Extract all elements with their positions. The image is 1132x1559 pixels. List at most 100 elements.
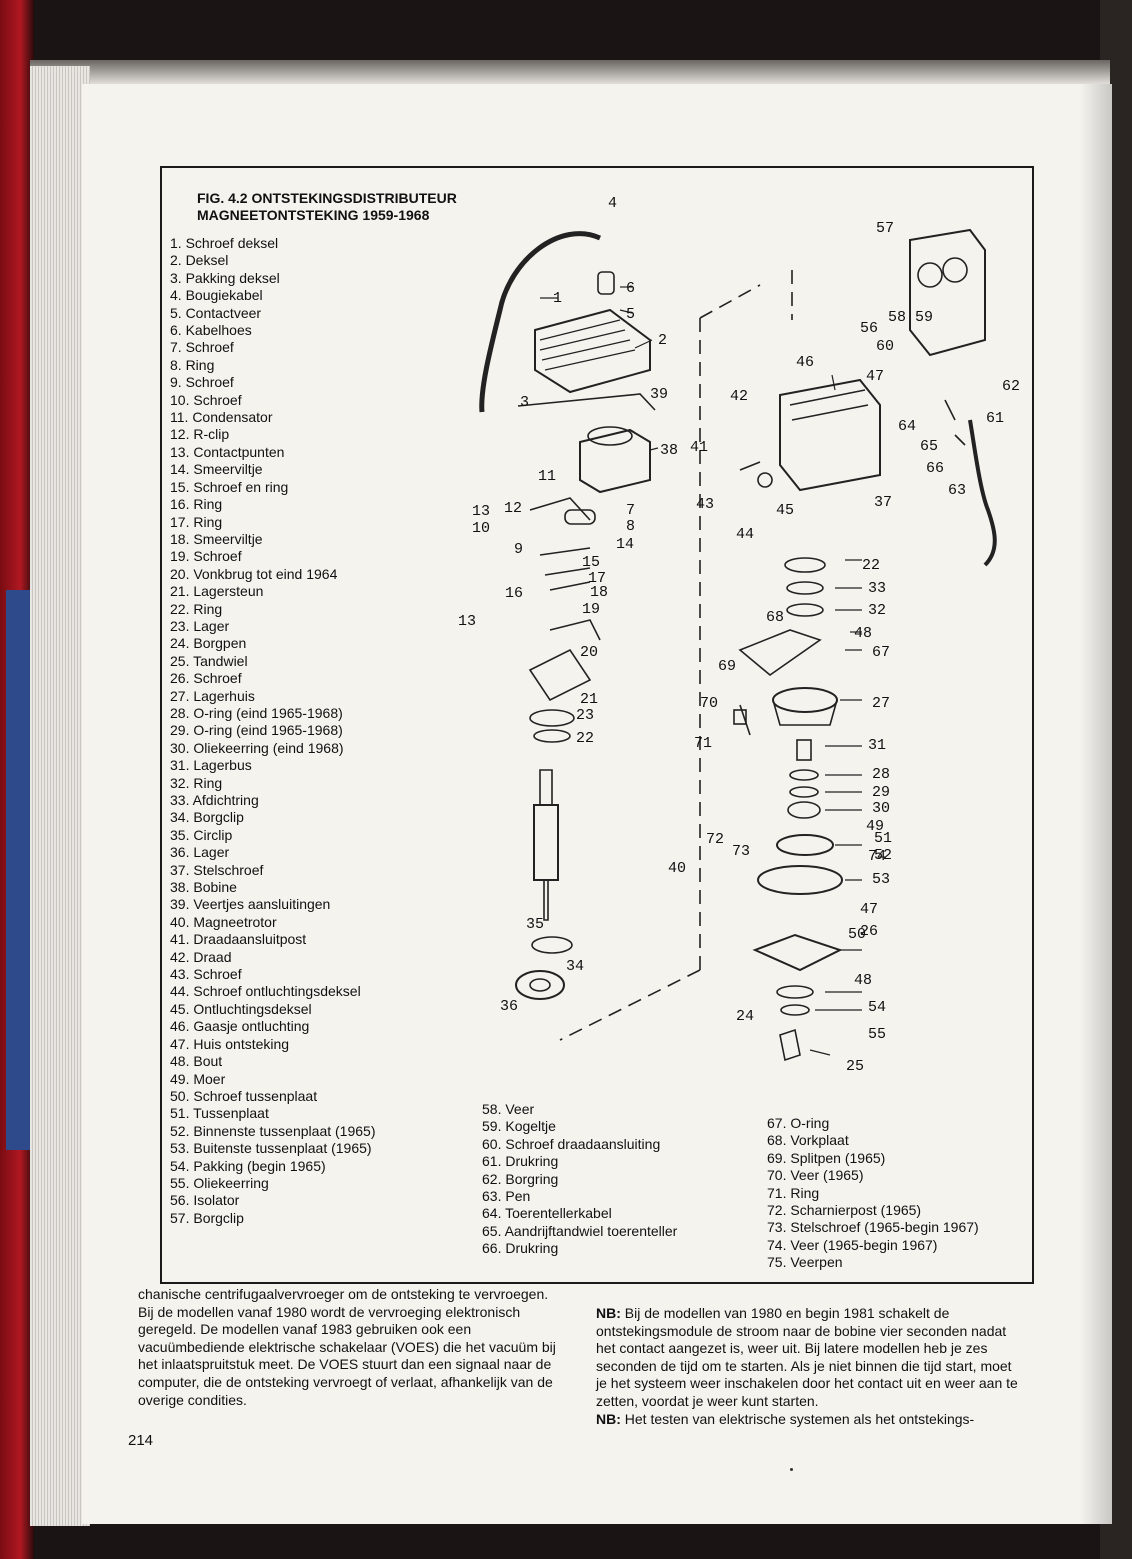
callout-number: 37 <box>874 494 892 511</box>
callout-number: 48 <box>854 972 872 989</box>
parts-list-item: 18. Smeerviltje <box>170 530 263 547</box>
parts-list-item: 2. Deksel <box>170 252 229 269</box>
parts-list-item: 6. Kabelhoes <box>170 322 252 339</box>
parts-list-item: 8. Ring <box>170 356 215 373</box>
parts-list-item: 40. Magneetrotor <box>170 913 277 930</box>
callout-number: 72 <box>706 831 724 848</box>
parts-list-item: 61. Drukring <box>482 1153 559 1170</box>
callout-number: 54 <box>868 999 886 1016</box>
guide-line-bottom <box>559 969 701 1041</box>
callout-number: 40 <box>668 860 686 877</box>
parts-list-item: 71. Ring <box>767 1184 820 1201</box>
callout-number: 18 <box>590 584 608 601</box>
note-2-label: NB: <box>596 1410 621 1427</box>
cover-ribs <box>539 319 636 371</box>
callout-number: 10 <box>472 520 490 537</box>
callout-number: 33 <box>868 580 886 597</box>
cable-boot <box>597 271 615 295</box>
parts-list-item: 37. Stelschroef <box>170 861 264 878</box>
figure-title-line-1: FIG. 4.2 ONTSTEKINGSDISTRIBUTEUR <box>197 190 457 206</box>
callout-number: 25 <box>846 1058 864 1075</box>
condenser <box>564 509 596 525</box>
note-2-text: Het testen van elektrische systemen als … <box>624 1410 975 1427</box>
leader-lines <box>540 286 862 1056</box>
note-1-text: Bij de modellen van 1980 en begin 1981 s… <box>596 1305 1018 1409</box>
parts-list-item: 23. Lager <box>170 617 230 634</box>
callout-number: 52 <box>874 847 892 864</box>
callout-number: 57 <box>876 220 894 237</box>
tacho-housing <box>909 228 986 357</box>
callout-number: 13 <box>472 503 490 520</box>
parts-list-item: 16. Ring <box>170 496 223 513</box>
parts-list-item: 64. Toerentellerkabel <box>482 1205 612 1222</box>
figure-title: FIG. 4.2 ONTSTEKINGSDISTRIBUTEUR MAGNEET… <box>197 190 457 224</box>
parts-list-item: 67. O-ring <box>767 1115 830 1131</box>
callout-number: 5 <box>626 306 635 323</box>
callout-number: 74 <box>868 848 886 865</box>
parts-list-item: 31. Lagerbus <box>170 757 252 774</box>
callout-number: 34 <box>566 958 584 975</box>
inner-plate <box>776 834 834 856</box>
parts-list-item: 66. Drukring <box>482 1240 559 1257</box>
dust-speck <box>790 1468 793 1471</box>
bearing-support <box>528 648 592 702</box>
book-page <box>82 84 1112 1524</box>
bearing-housing-body <box>772 699 838 726</box>
parts-list-item: 19. Schroef <box>170 548 242 565</box>
parts-list-item: 28. O-ring (eind 1965-1968) <box>170 704 343 721</box>
housing-ribs <box>789 389 869 421</box>
parts-list-item: 7. Schroef <box>170 339 234 356</box>
callout-number: 24 <box>736 1008 754 1025</box>
callout-number: 63 <box>948 482 966 499</box>
callout-number: 51 <box>874 830 892 847</box>
parts-list-item: 39. Veertjes aansluitingen <box>170 896 331 913</box>
parts-list-item: 26. Schroef <box>170 670 242 687</box>
callout-number: 61 <box>986 410 1004 427</box>
parts-list-item: 13. Contactpunten <box>170 443 285 460</box>
callout-number: 22 <box>576 730 594 747</box>
bearing-bush <box>796 739 812 761</box>
callout-number: 16 <box>505 585 523 602</box>
parts-list-item: 14. Smeerviltje <box>170 461 263 478</box>
callout-labels: 1234567891011121313141516171819202122222… <box>440 180 1020 1075</box>
callout-number: 8 <box>626 518 635 535</box>
body-text-left: chanische centrifugaalvervroeger om de o… <box>138 1286 556 1408</box>
parts-list-item: 58. Veer <box>482 1101 535 1117</box>
circlip <box>531 936 573 954</box>
callout-number: 4 <box>608 195 617 212</box>
gasket-54 <box>776 985 814 999</box>
callout-number: 55 <box>868 1026 886 1043</box>
callout-number: 67 <box>872 644 890 661</box>
parts-list-item: 52. Binnenste tussenplaat (1965) <box>170 1122 376 1139</box>
tacho-small-parts <box>944 399 966 446</box>
callout-number: 29 <box>872 784 890 801</box>
ring-32 <box>786 603 824 617</box>
parts-list-item: 9. Schroef <box>170 374 234 391</box>
oil-seal-30 <box>787 801 821 819</box>
parts-list-item: 12. R-clip <box>170 426 230 443</box>
washer-22 <box>533 729 571 743</box>
parts-list-item: 51. Tussenplaat <box>170 1105 269 1122</box>
lower-bearing-inner <box>529 978 551 992</box>
callout-number: 14 <box>616 536 634 553</box>
parts-list-item: 48. Bout <box>170 1053 223 1070</box>
parts-list-item: 20. Vonkbrug tot eind 1964 <box>170 565 338 582</box>
callout-number: 65 <box>920 438 938 455</box>
parts-list-item: 68. Vorkplaat <box>767 1132 849 1149</box>
coil-top <box>587 426 633 446</box>
callout-number: 71 <box>694 735 712 752</box>
small-screws <box>539 547 591 591</box>
parts-list-item: 24. Borgpen <box>170 635 247 652</box>
parts-list-item: 4. Bougiekabel <box>170 287 263 304</box>
oil-seal-55 <box>780 1004 810 1016</box>
parts-list-item: 32. Ring <box>170 774 223 791</box>
wire-post <box>739 461 761 471</box>
rotor-shaft <box>543 880 549 921</box>
parts-list-item: 15. Schroef en ring <box>170 478 289 495</box>
callout-number: 30 <box>872 800 890 817</box>
spark-bridge <box>549 619 601 641</box>
parts-list-item: 62. Borgring <box>482 1170 559 1187</box>
note-1: NB: Bij de modellen van 1980 en begin 19… <box>596 1305 1018 1411</box>
parts-list-item: 59. Kogeltje <box>482 1118 556 1135</box>
